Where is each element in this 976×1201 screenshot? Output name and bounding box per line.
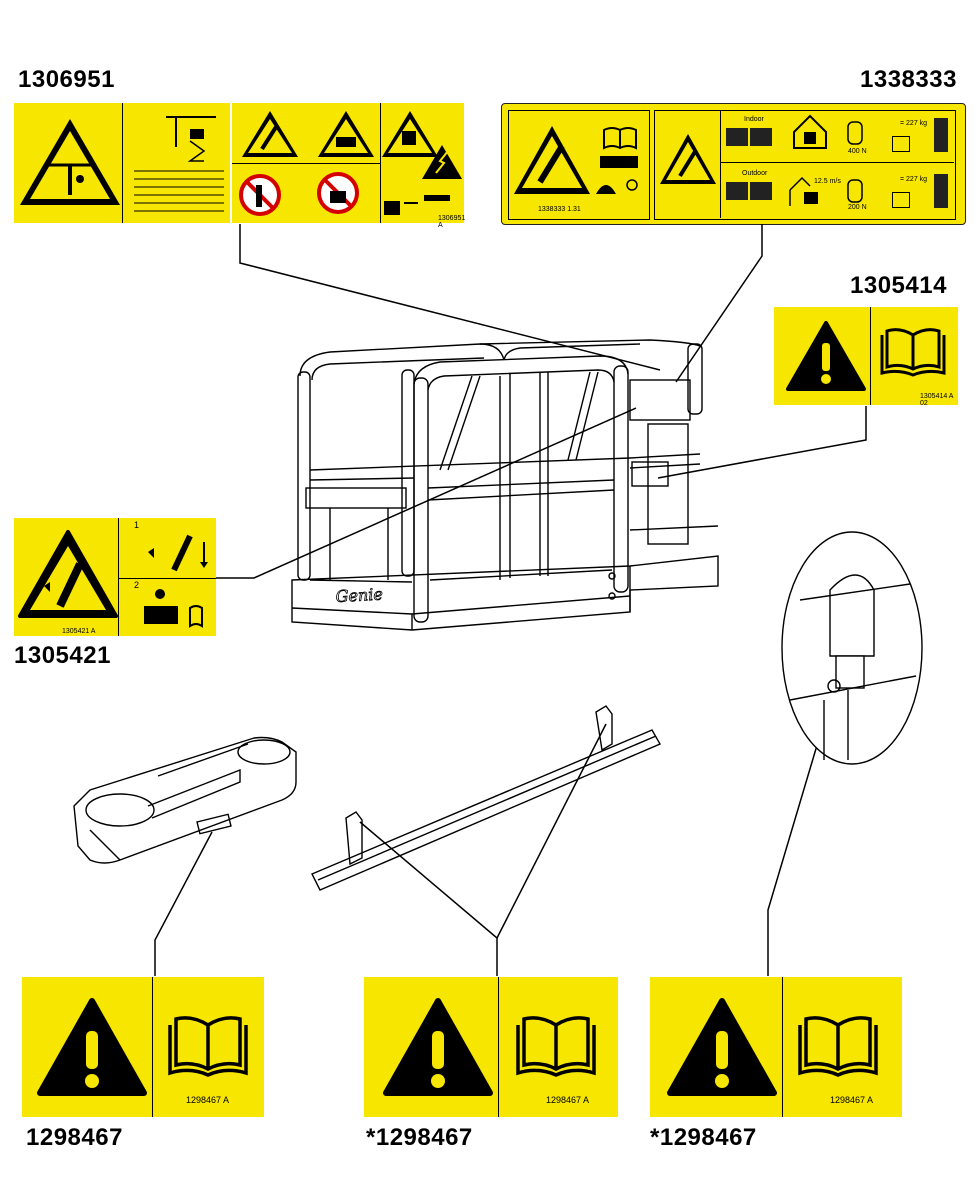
indoor-load: = 227 kg — [900, 120, 928, 127]
decal-1305421: 1 2 1305421 A — [14, 518, 216, 636]
hand-force-icon — [847, 179, 863, 203]
warning-exclamation-icon — [383, 998, 493, 1096]
platform-overhead-icon — [166, 116, 216, 162]
tip-over-warning-icon — [242, 111, 298, 157]
leader-line-1298467-right — [767, 667, 841, 976]
decal-1298467-code-middle: 1298467 A — [546, 1095, 590, 1105]
step-2-label: 2 — [134, 580, 140, 590]
wind-speed: 12.5 m/s — [814, 178, 841, 185]
decal-1298467-code-left: 1298467 A — [186, 1095, 230, 1105]
clearance-table — [134, 170, 224, 212]
platform-brand-label: Genie — [335, 585, 383, 606]
alarm-tilt-icon — [148, 534, 208, 572]
tip-over-warning-icon — [660, 134, 716, 184]
manual-icon — [603, 127, 637, 150]
decal-1298467-left: 1298467 A — [22, 977, 264, 1117]
lightning-crush-icon — [422, 145, 462, 179]
part-number-1305414: 1305414 — [850, 272, 947, 299]
tip-over-warning-icon — [514, 126, 590, 194]
outdoor-load: = 227 kg — [900, 176, 928, 183]
decal-1298467-right: 1298467 A — [650, 977, 902, 1117]
part-number-1305421: 1305421 — [14, 642, 111, 669]
manual-book-icon — [516, 1016, 596, 1077]
warning-exclamation-icon — [667, 998, 777, 1096]
decal-1305414: 1305414 A 02 — [774, 307, 958, 407]
part-number-1338333: 1338333 — [860, 66, 957, 93]
outdoor-label: Outdoor — [742, 170, 768, 177]
no-climbing-icon — [317, 172, 359, 214]
indoor-label: Indoor — [744, 116, 764, 123]
hand-force-icon — [847, 121, 863, 145]
outdoor-force: 200 N — [848, 204, 867, 211]
electrocution-warning-icon — [318, 111, 374, 157]
platform-drawing — [291, 339, 719, 631]
outdoor-house-icon — [789, 176, 818, 206]
tip-over-warning-icon — [18, 530, 118, 618]
decal-1305421-code: 1305421 A — [62, 628, 96, 635]
decal-1338333-code: 1338333 1.31 — [538, 206, 581, 213]
part-number-1298467-middle: *1298467 — [366, 1124, 473, 1151]
tray-drawing — [73, 736, 297, 864]
leader-line-1305414 — [657, 406, 867, 479]
manual-book-icon — [168, 1016, 248, 1077]
warning-crush-icon — [20, 119, 120, 205]
crush-hazard-icon — [382, 111, 438, 157]
detail-circle-drawing — [781, 531, 923, 765]
decal-1306951-right: 1306951 A — [232, 103, 465, 229]
platform-manual-icon — [144, 589, 203, 628]
part-number-1298467-right: *1298467 — [650, 1124, 757, 1151]
warning-exclamation-icon — [37, 998, 147, 1096]
leader-line-1338333 — [675, 224, 763, 383]
decal-1305414-code: 1305414 A 02 — [920, 393, 954, 407]
decal-1306951-code: 1306951 A — [438, 215, 466, 229]
leader-line-1305421 — [216, 407, 637, 579]
decal-1298467-code-right: 1298467 A — [830, 1095, 874, 1105]
leader-line-1298467-left — [154, 831, 213, 976]
decal-1298467-middle: 1298467 A — [364, 977, 618, 1117]
decal-1306951-left — [14, 103, 230, 223]
part-number-1306951: 1306951 — [18, 66, 115, 93]
house-icon — [793, 114, 827, 149]
leader-line-1306951 — [239, 224, 661, 371]
step-1-label: 1 — [134, 520, 140, 530]
manual-book-icon — [880, 328, 946, 377]
platform-gap-icon — [384, 195, 450, 215]
weather-icon — [596, 179, 638, 194]
rail-bar-drawing — [311, 705, 661, 891]
part-number-1298467-left: 1298467 — [26, 1124, 123, 1151]
indoor-force: 400 N — [848, 148, 867, 155]
leader-line-1298467-middle-b — [496, 723, 607, 939]
no-leaning-icon — [239, 174, 281, 216]
manual-book-icon — [798, 1016, 878, 1077]
warning-exclamation-icon — [786, 321, 866, 391]
decal-1338333: 1338333 1.31 Indoor 400 N = 227 kg Outdo… — [501, 103, 966, 225]
